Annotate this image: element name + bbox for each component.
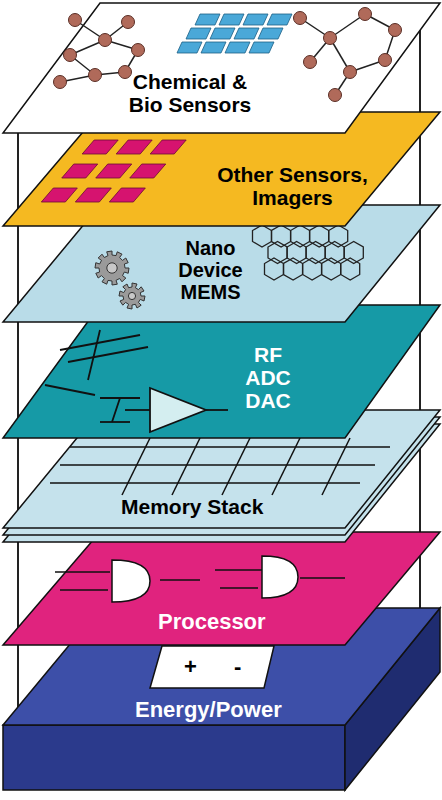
gate-symbol — [262, 556, 298, 598]
chem-bio-layer-label: Chemical & Bio Sensors — [115, 68, 265, 118]
hexagon-lattice — [253, 225, 364, 280]
sensors-layer-label: Other Sensors, Imagers — [205, 161, 380, 211]
battery-symbol — [150, 646, 274, 688]
layer-label: RF ADC DAC — [236, 343, 300, 412]
layer-label: Processor — [158, 610, 266, 634]
rf-layer — [3, 305, 440, 438]
battery-terminal: + — [184, 656, 197, 678]
layer-label: Energy/Power — [135, 698, 282, 722]
gear-icon — [95, 251, 145, 309]
mems-layer-label: Nano Device MEMS — [163, 235, 258, 305]
gate-symbol — [112, 560, 150, 602]
processor-layer — [3, 532, 440, 645]
amplifier-symbol — [150, 388, 206, 432]
battery-terminal: - — [234, 656, 241, 678]
sensor-tiles — [177, 14, 292, 53]
rf-layer-label: RF ADC DAC — [233, 341, 303, 414]
energy-layer-label: Energy/Power — [132, 696, 285, 724]
layer-label: Memory Stack — [121, 495, 263, 518]
layer-label: Chemical & Bio Sensors — [118, 70, 262, 116]
processor-layer-label: Processor — [155, 608, 269, 636]
layer-label: Other Sensors, Imagers — [208, 163, 377, 209]
layer-label: Nano Device MEMS — [166, 237, 255, 303]
imager-pixels — [41, 140, 186, 202]
chem-bio-layer — [3, 3, 440, 133]
memory-layer-label: Memory Stack — [118, 493, 266, 520]
